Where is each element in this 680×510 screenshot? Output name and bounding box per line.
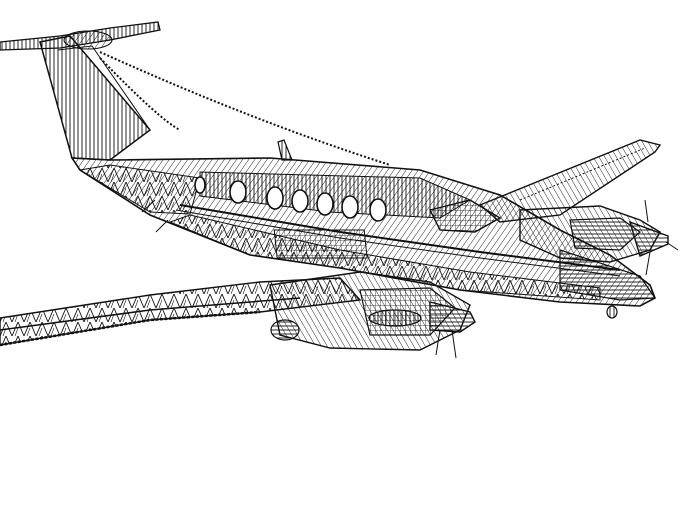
nose-sensor (606, 305, 618, 319)
tail-fin (39, 35, 152, 161)
fuselage (70, 157, 657, 307)
antenna-wire (99, 51, 391, 166)
near-engine-nacelle (269, 271, 471, 351)
cockpit-windscreen (428, 199, 502, 233)
near-propeller (429, 301, 476, 359)
top-antenna (277, 139, 293, 161)
far-propeller (628, 199, 679, 276)
far-engine-nacelle (519, 205, 661, 263)
near-wing (0, 277, 362, 347)
tail-details (141, 199, 169, 233)
antenna-wire-2 (99, 57, 181, 131)
cabin-windows (194, 176, 387, 222)
horizontal-stabilizer (0, 21, 161, 51)
